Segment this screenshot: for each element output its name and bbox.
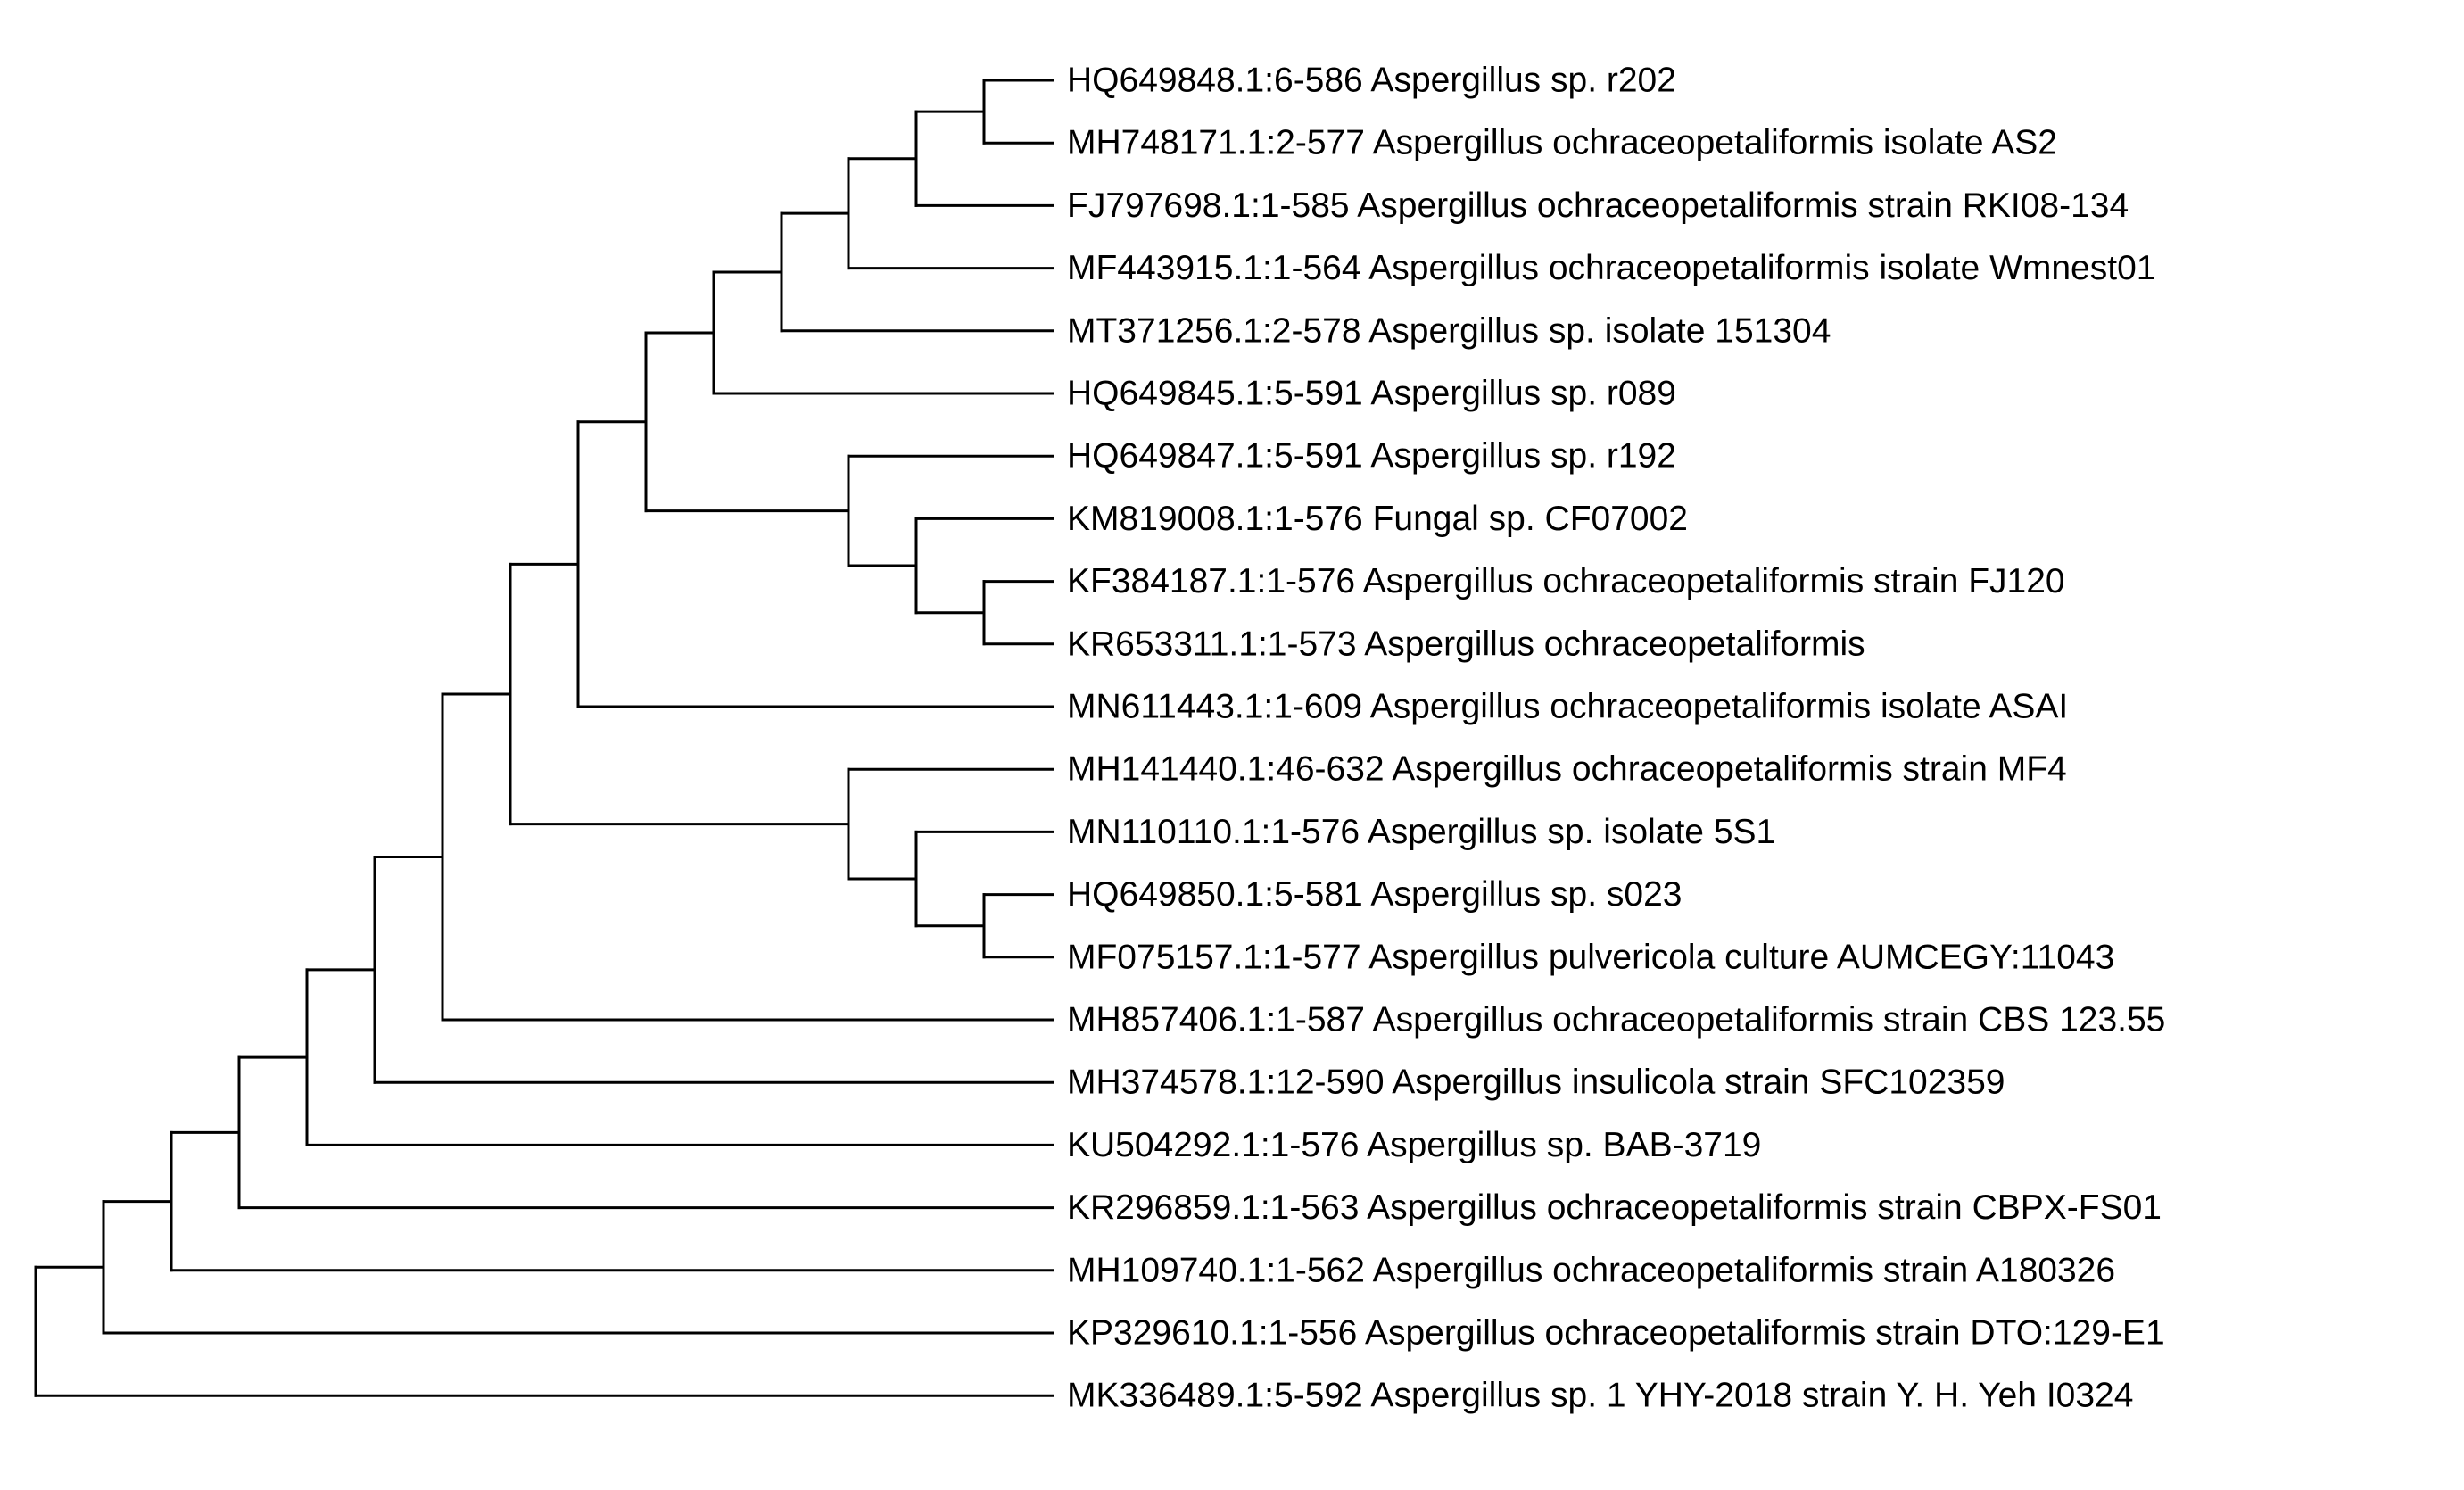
taxon-label: HQ649847.1:5-591 Aspergillus sp. r192 [1067,437,1676,476]
taxon-label: MH374578.1:12-590 Aspergillus insulicola… [1067,1064,2005,1102]
taxon-label: HQ649850.1:5-581 Aspergillus sp. s023 [1067,875,1682,914]
taxon-label: MF075157.1:1-577 Aspergillus pulvericola… [1067,938,2114,976]
taxon-label: KU504292.1:1-576 Aspergillus sp. BAB-371… [1067,1126,1761,1164]
taxon-label: KF384187.1:1-576 Aspergillus ochraceopet… [1067,562,2065,600]
taxon-label: MH141440.1:46-632 Aspergillus ochraceope… [1067,750,2067,789]
taxon-label: MK336489.1:5-592 Aspergillus sp. 1 YHY-2… [1067,1377,2133,1415]
taxon-label: MH109740.1:1-562 Aspergillus ochraceopet… [1067,1251,2115,1289]
taxon-label: HQ649848.1:6-586 Aspergillus sp. r202 [1067,62,1676,100]
taxon-label: MN611443.1:1-609 Aspergillus ochraceopet… [1067,688,2068,726]
taxon-label: MH748171.1:2-577 Aspergillus ochraceopet… [1067,124,2057,162]
taxon-label: MT371256.1:2-578 Aspergillus sp. isolate… [1067,311,1831,350]
taxon-label: MN110110.1:1-576 Aspergillus sp. isolate… [1067,813,1775,851]
taxon-label: MF443915.1:1-564 Aspergillus ochraceopet… [1067,249,2155,287]
taxon-label: KM819008.1:1-576 Fungal sp. CF07002 [1067,500,1688,538]
taxon-label: FJ797698.1:1-585 Aspergillus ochraceopet… [1067,186,2129,225]
taxon-label: KR653311.1:1-573 Aspergillus ochraceopet… [1067,625,1865,663]
taxon-label: KP329610.1:1-556 Aspergillus ochraceopet… [1067,1314,2165,1353]
taxon-label: MH857406.1:1-587 Aspergillus ochraceopet… [1067,1001,2165,1039]
taxon-label: KR296859.1:1-563 Aspergillus ochraceopet… [1067,1188,2162,1227]
taxon-label: HQ649845.1:5-591 Aspergillus sp. r089 [1067,375,1676,413]
